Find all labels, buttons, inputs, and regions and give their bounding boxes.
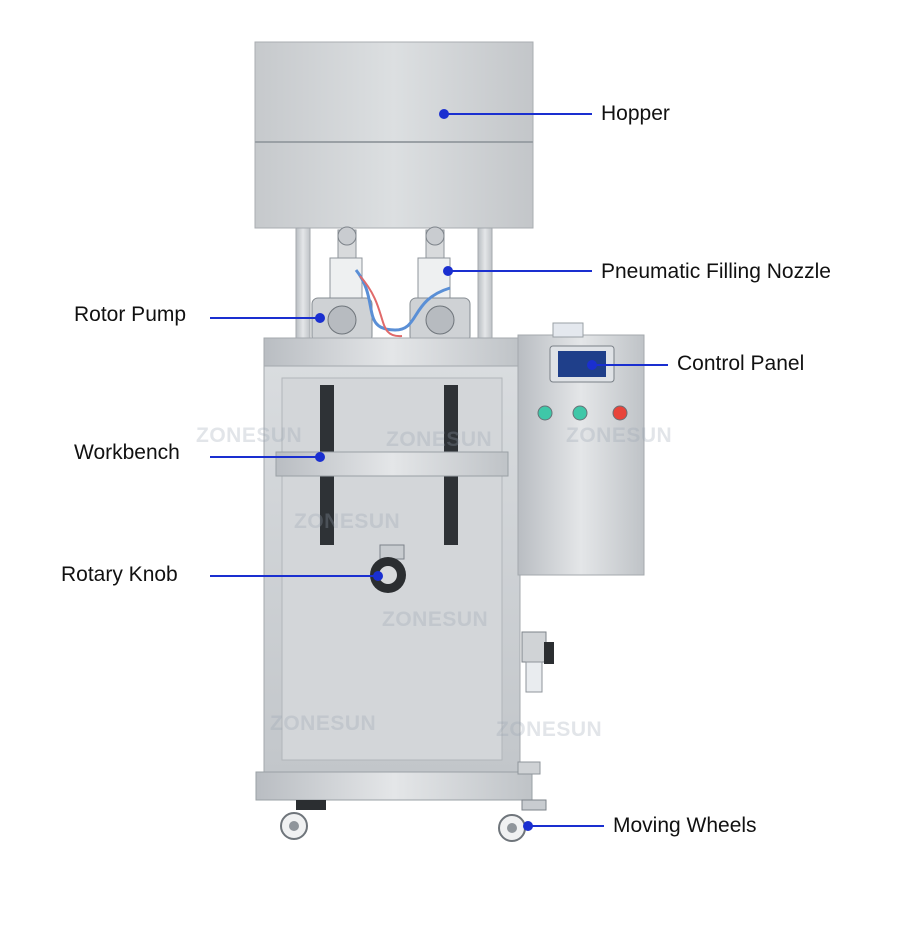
filling-nozzles <box>329 226 451 299</box>
watermark: ZONESUN <box>386 428 493 451</box>
hopper-label: Hopper <box>601 102 670 125</box>
base-frame <box>255 761 541 801</box>
rotor-pumps <box>311 269 471 343</box>
pneumatic-filling-nozzle-label: Pneumatic Filling Nozzle <box>601 260 831 283</box>
rotary-knob-label: Rotary Knob <box>61 563 178 586</box>
hopper <box>254 41 534 229</box>
air-regulator <box>521 631 554 693</box>
workbench <box>275 451 509 477</box>
moving-wheels <box>280 799 547 842</box>
support-posts <box>295 227 493 341</box>
rotary-knob <box>370 544 406 593</box>
watermark: ZONESUN <box>566 424 673 447</box>
watermark: ZONESUN <box>382 608 489 631</box>
moving-wheels-label: Moving Wheels <box>613 814 757 837</box>
workbench-label: Workbench <box>74 441 180 464</box>
watermark: ZONESUN <box>294 510 401 533</box>
rotor-pump-label: Rotor Pump <box>74 303 187 326</box>
callouts <box>210 109 668 831</box>
watermark: ZONESUN <box>496 718 603 741</box>
watermark: ZONESUN <box>270 712 377 735</box>
control-box <box>517 322 645 576</box>
watermark: ZONESUN <box>196 424 303 447</box>
control-panel-label: Control Panel <box>677 352 805 375</box>
